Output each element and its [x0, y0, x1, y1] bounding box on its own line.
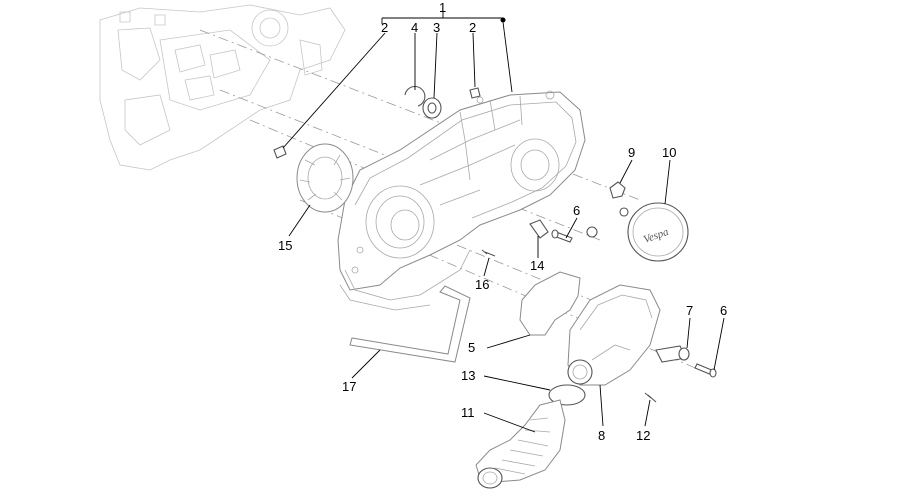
circlip	[404, 85, 426, 107]
callout-2-left: 2	[381, 20, 388, 35]
callout-1: 1	[439, 0, 446, 15]
spacer	[655, 345, 690, 363]
shield-plate	[296, 143, 354, 213]
callout-14: 14	[530, 258, 544, 273]
callout-5: 5	[468, 340, 475, 355]
engine-crankcase	[99, 4, 346, 171]
lower-screw	[644, 392, 657, 403]
dowel-pin-left	[273, 145, 287, 159]
callout-6-upper: 6	[573, 203, 580, 218]
leader-lines	[282, 12, 725, 433]
callout-15: 15	[278, 238, 292, 253]
callout-8: 8	[598, 428, 605, 443]
callout-16: 16	[475, 277, 489, 292]
drain-tube	[349, 285, 471, 363]
bolt-lower	[694, 363, 717, 378]
small-washer	[619, 207, 629, 217]
small-screw	[481, 249, 496, 257]
callout-12: 12	[636, 428, 650, 443]
callout-3: 3	[433, 20, 440, 35]
callout-9: 9	[628, 145, 635, 160]
emblem-cover: Vespa	[627, 202, 689, 262]
bearing	[422, 97, 442, 119]
callout-labels: 1 2 4 3 2 9 10 6 15 14 16 5 7 6 17 13 11…	[278, 0, 727, 443]
cable-clip	[529, 219, 549, 239]
bushing	[586, 226, 598, 238]
callout-4: 4	[411, 20, 418, 35]
callout-17: 17	[342, 379, 356, 394]
corrugated-duct	[475, 399, 566, 489]
bolt-upper	[551, 229, 573, 243]
dowel-pin-right	[469, 87, 481, 99]
callout-7: 7	[686, 303, 693, 318]
callout-6-lower: 6	[720, 303, 727, 318]
callout-13: 13	[461, 368, 475, 383]
air-duct-cover	[567, 284, 661, 386]
callout-10: 10	[662, 145, 676, 160]
callout-2-right: 2	[469, 20, 476, 35]
transmission-cover	[337, 90, 586, 311]
cap-nut	[609, 181, 626, 199]
callout-11: 11	[461, 405, 475, 420]
gasket	[519, 271, 581, 336]
